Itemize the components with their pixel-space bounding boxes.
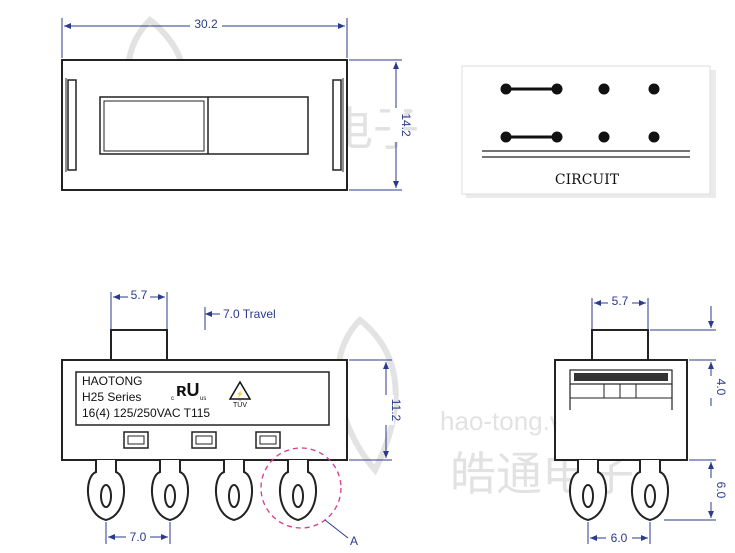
side-pitch-dim: 6.0 xyxy=(611,531,628,545)
top-width-dim: 30.2 xyxy=(194,17,218,31)
circuit-contact xyxy=(648,83,660,95)
circuit-label: CIRCUIT xyxy=(555,172,620,188)
circuit-contact xyxy=(598,131,610,143)
svg-text:ʀU: ʀU xyxy=(176,380,200,400)
marking-line3: 16(4) 125/250VAC T115 xyxy=(82,406,210,420)
svg-text:⚡: ⚡ xyxy=(236,390,243,398)
side-terminal-height-dim: 6.0 xyxy=(714,482,728,499)
marking-line2: H25 Series xyxy=(82,390,141,404)
svg-text:us: us xyxy=(200,396,206,402)
circuit-contact xyxy=(598,83,610,95)
top-height-dim: 14.2 xyxy=(399,113,413,137)
front-view: 5.7 7.0 Travel HAOTONG H25 Series 16(4) … xyxy=(61,288,403,548)
tuv-mark: ⚡ TÜV xyxy=(228,380,252,409)
side-actuator-dim: 5.7 xyxy=(612,294,629,308)
detail-circle xyxy=(260,447,342,529)
circuit-contact xyxy=(648,131,660,143)
front-pitch-dim: 7.0 xyxy=(130,530,147,544)
side-actuator-height-dim: 4.0 xyxy=(714,379,728,396)
detail-label: A xyxy=(350,534,358,548)
circuit-panel: CIRCUIT xyxy=(461,65,716,198)
svg-text:c: c xyxy=(171,396,174,402)
marking-line1: HAOTONG xyxy=(82,374,142,388)
front-travel-dim: 7.0 Travel xyxy=(223,307,276,321)
side-view: 5.7 6.0 4.0 xyxy=(554,294,728,545)
ul-mark: ʀU c us xyxy=(171,380,206,402)
top-view: 30.2 14.2 xyxy=(61,17,413,191)
front-actuator-dim: 5.7 xyxy=(131,288,148,302)
svg-text:TÜV: TÜV xyxy=(233,401,247,409)
front-height-dim: 11.2 xyxy=(389,399,403,422)
